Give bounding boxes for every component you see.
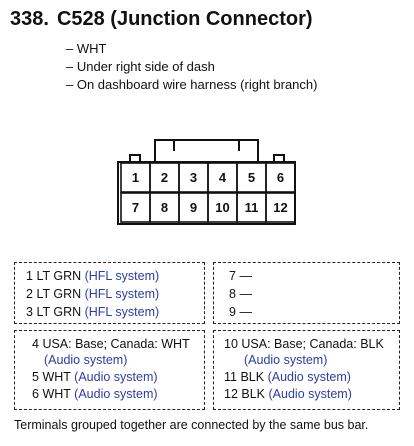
pin-number: 6: [32, 387, 39, 401]
bus-bar-note: Terminals grouped together are connected…: [14, 418, 369, 432]
wire-color: WHT: [42, 387, 71, 401]
pin-number: 10: [224, 337, 238, 351]
pin-8: 8: [160, 200, 169, 215]
system-note: (Audio system): [74, 370, 158, 384]
pin-row-1: 1 LT GRN (HFL system): [26, 268, 159, 285]
pin-number: 7: [229, 269, 236, 283]
system-note: (Audio system): [268, 387, 352, 401]
bus-group-unused: [213, 262, 400, 324]
pin-1: 1: [131, 170, 140, 185]
pin-4: 4: [218, 170, 227, 185]
wire-color: —: [239, 287, 252, 301]
pin-5: 5: [247, 170, 256, 185]
connector-notes: – WHT – Under right side of dash – On da…: [66, 40, 317, 94]
wire-color: USA: Base; Canada: WHT: [42, 337, 190, 351]
pin-row-6: 6 WHT (Audio system): [32, 386, 158, 403]
pin-row-8: 8 —: [229, 286, 252, 303]
pin-row-11: 11 BLK (Audio system): [224, 369, 351, 386]
wire-color: WHT: [42, 370, 71, 384]
pin-7: 7: [131, 200, 140, 215]
connector-outline: [117, 139, 296, 225]
pin-12: 12: [273, 200, 288, 215]
pin-number: 2: [26, 287, 33, 301]
pin-number: 5: [32, 370, 39, 384]
pin-number: 9: [229, 305, 236, 319]
pin-row-7: 7 —: [229, 268, 252, 285]
pin-6: 6: [276, 170, 285, 185]
pin-number: 3: [26, 305, 33, 319]
system-note: (Audio system): [267, 370, 351, 384]
pin-number: 4: [32, 337, 39, 351]
bus-group-hfl: [14, 262, 205, 324]
pin-row-9: 9 —: [229, 304, 252, 321]
pin-row-4: 4 USA: Base; Canada: WHT: [32, 336, 190, 353]
note-harness: – On dashboard wire harness (right branc…: [66, 77, 318, 92]
pin-9: 9: [189, 200, 198, 215]
system-note: (HFL system): [84, 287, 160, 301]
wire-color: BLK: [241, 387, 266, 401]
pin-number: 11: [224, 370, 237, 384]
wire-color: LT GRN: [36, 287, 82, 301]
system-note: (Audio system): [244, 353, 328, 367]
page-title: 338. C528 (Junction Connector): [10, 8, 313, 31]
note-location: – Under right side of dash: [66, 59, 215, 74]
pin-11: 11: [244, 200, 259, 215]
connector-name: C528 (Junction Connector): [56, 8, 313, 30]
bus-group-audio-right: [213, 330, 400, 410]
system-note: (HFL system): [84, 305, 160, 319]
system-note: (Audio system): [74, 387, 158, 401]
wire-color: LT GRN: [36, 305, 82, 319]
wire-color: BLK: [240, 370, 265, 384]
system-note: (Audio system): [44, 353, 128, 367]
section-number: 338.: [10, 8, 49, 30]
wire-color: —: [239, 305, 252, 319]
connector-diagram: 1 2 3 4 5 6 7 8 9 10 11 12: [117, 139, 296, 225]
pin-3: 3: [189, 170, 198, 185]
pin-row-2: 2 LT GRN (HFL system): [26, 286, 159, 303]
pin-number: 12: [224, 387, 238, 401]
pin-2: 2: [160, 170, 169, 185]
note-color: – WHT: [66, 41, 107, 56]
pin-row-5: 5 WHT (Audio system): [32, 369, 158, 386]
system-note: (HFL system): [84, 269, 160, 283]
pin-row-12: 12 BLK (Audio system): [224, 386, 352, 403]
bus-group-audio-left: [14, 330, 205, 410]
pin-10: 10: [215, 200, 230, 215]
pin-number: 8: [229, 287, 236, 301]
pin-row-10: 10 USA: Base; Canada: BLK: [224, 336, 384, 353]
wire-color: LT GRN: [36, 269, 82, 283]
wire-color: USA: Base; Canada: BLK: [241, 337, 384, 351]
pin-number: 1: [26, 269, 33, 283]
wire-color: —: [239, 269, 252, 283]
pin-row-3: 3 LT GRN (HFL system): [26, 304, 159, 321]
